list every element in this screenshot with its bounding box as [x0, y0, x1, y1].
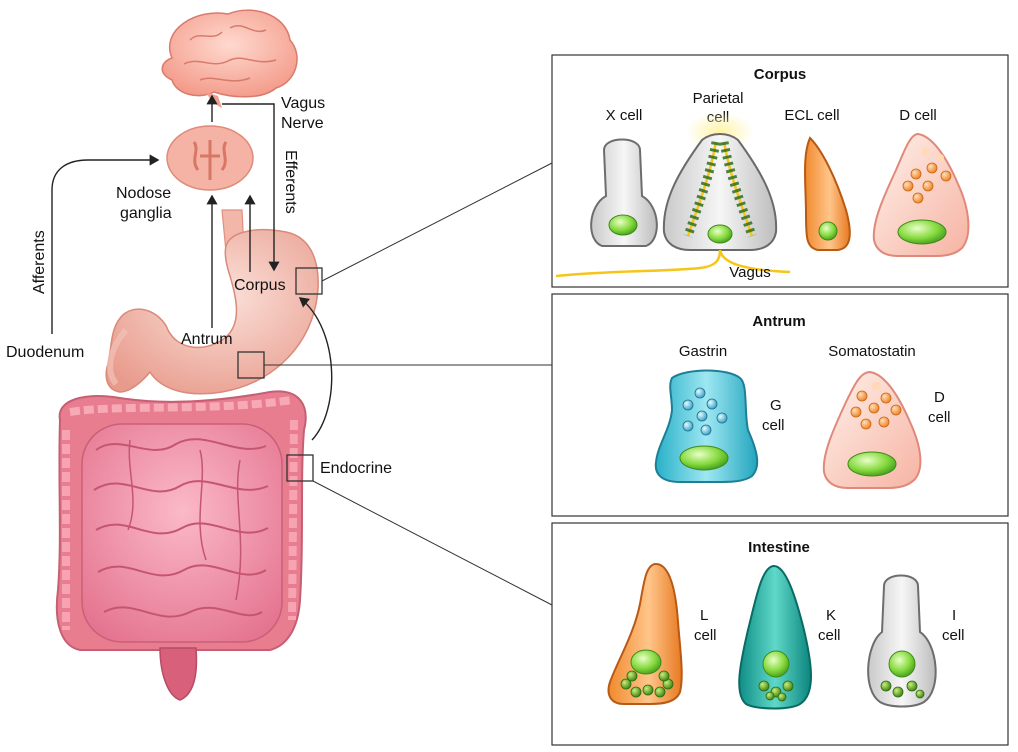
x-cell: [590, 138, 658, 247]
rectum: [159, 647, 198, 701]
vagus-label: Vagus: [729, 264, 770, 281]
antrum-label: Antrum: [181, 331, 233, 348]
efferents-label: Efferents: [282, 150, 299, 214]
anatomy-illustration: Vagus Nerve Nodose ganglia Efferents Aff…: [6, 9, 553, 701]
intestine-panel-title: Intestine: [748, 539, 810, 556]
d-cell-antrum: [822, 370, 922, 489]
gastrin-label: Gastrin: [679, 343, 727, 360]
intestine-panel: Intestine L cell K cell: [551, 522, 1009, 746]
i-cell: [867, 574, 937, 708]
stomach: [105, 228, 319, 395]
duodenum-label: Duodenum: [6, 344, 84, 361]
d-cell-antrum-label-1: D: [934, 389, 945, 406]
k-cell: [738, 564, 812, 710]
brain-icon: [161, 9, 298, 108]
vagus-nerve-label-1: Vagus: [281, 95, 325, 112]
l-cell: [607, 562, 683, 705]
x-cell-label: X cell: [606, 107, 643, 124]
afferents-label: Afferents: [31, 230, 48, 294]
small-intestine: [81, 423, 283, 643]
antrum-panel-title: Antrum: [752, 313, 805, 330]
intestine-sample-box: [286, 454, 314, 482]
vagus-fiber: [555, 249, 791, 278]
corpus-label: Corpus: [234, 277, 286, 294]
corpus-panel-title: Corpus: [754, 66, 807, 83]
ecl-cell: [804, 136, 851, 251]
parietal-cell: [662, 112, 778, 251]
endocrine-label: Endocrine: [320, 460, 392, 477]
l-cell-label-2: cell: [694, 627, 717, 644]
afferents-arrow: [51, 154, 160, 334]
g-cell-label-2: cell: [762, 417, 785, 434]
d-cell-antrum-label-2: cell: [928, 409, 951, 426]
efferents-arrow: [222, 103, 280, 272]
endocrine-arrow: [298, 297, 333, 441]
d-cell-corpus: [872, 132, 970, 257]
somatostatin-label: Somatostatin: [828, 343, 916, 360]
antrum-panel: Antrum Gastrin Somatostatin G cell: [551, 293, 1009, 517]
g-cell: [654, 369, 759, 483]
l-cell-label-1: L: [700, 607, 708, 624]
g-cell-label-1: G: [770, 397, 782, 414]
d-cell-label: D cell: [899, 107, 937, 124]
corpus-panel: Corpus X cell Parietal cell ECL cell D c…: [551, 54, 1009, 288]
i-cell-label-1: I: [952, 607, 956, 624]
connector-intestine: [312, 480, 553, 606]
vagus-nerve-label-2: Nerve: [281, 115, 324, 132]
nodose-ganglia-icon: [166, 125, 254, 191]
k-cell-label-1: K: [826, 607, 836, 624]
connector-corpus: [321, 162, 553, 282]
nodose-ganglia-label-2: ganglia: [120, 205, 172, 222]
nodose-ganglia-label-1: Nodose: [116, 185, 171, 202]
parietal-cell-label-1: Parietal: [693, 90, 744, 107]
ecl-cell-label: ECL cell: [784, 107, 839, 124]
i-cell-label-2: cell: [942, 627, 965, 644]
k-cell-label-2: cell: [818, 627, 841, 644]
